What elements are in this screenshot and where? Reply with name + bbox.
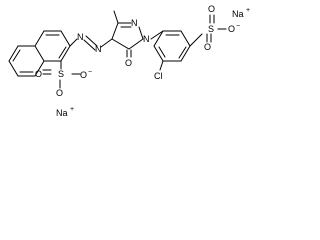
top-oxygen-minus-label: O <box>228 24 235 34</box>
bottom-oxygen-down-label: O <box>56 88 63 98</box>
na-bottom-charge: + <box>70 106 74 113</box>
na-top-charge: + <box>246 7 250 14</box>
naphthalene-ring-left <box>8 45 45 77</box>
azo-n-2-label: N <box>95 44 102 54</box>
top-sulfur-label: S <box>208 24 214 34</box>
chloro-label: Cl <box>154 71 163 81</box>
top-sulfonate-group <box>206 14 227 43</box>
top-oxygen-up-label: O <box>208 4 215 14</box>
bottom-sulfonate-group <box>42 60 81 89</box>
azo-linkage <box>69 35 113 51</box>
bottom-sulfur-label: S <box>58 69 64 79</box>
bottom-oxygen-minus-label: O <box>80 70 87 80</box>
bottom-oxygen-minus-charge: − <box>88 69 92 76</box>
na-bottom-label: Na <box>56 108 68 118</box>
chlorophenyl-ring <box>150 30 203 71</box>
na-top-label: Na <box>232 9 244 19</box>
pyrazole-n-2-label: N <box>143 34 150 44</box>
azo-n-1-label: N <box>77 32 84 42</box>
carbonyl-o-label: O <box>125 58 132 68</box>
top-oxygen-down-label: O <box>204 42 211 52</box>
top-oxygen-minus-charge: − <box>236 23 240 30</box>
bottom-oxygen-up-label: O <box>35 69 42 79</box>
naphthalene-ring-right <box>34 30 71 62</box>
chemical-structure-diagram: Na + Na + N N N N O S O O O − S O O O − … <box>8 4 250 118</box>
pyrazole-n-1-label: N <box>131 18 138 28</box>
pyrazolone-ring <box>111 10 144 58</box>
